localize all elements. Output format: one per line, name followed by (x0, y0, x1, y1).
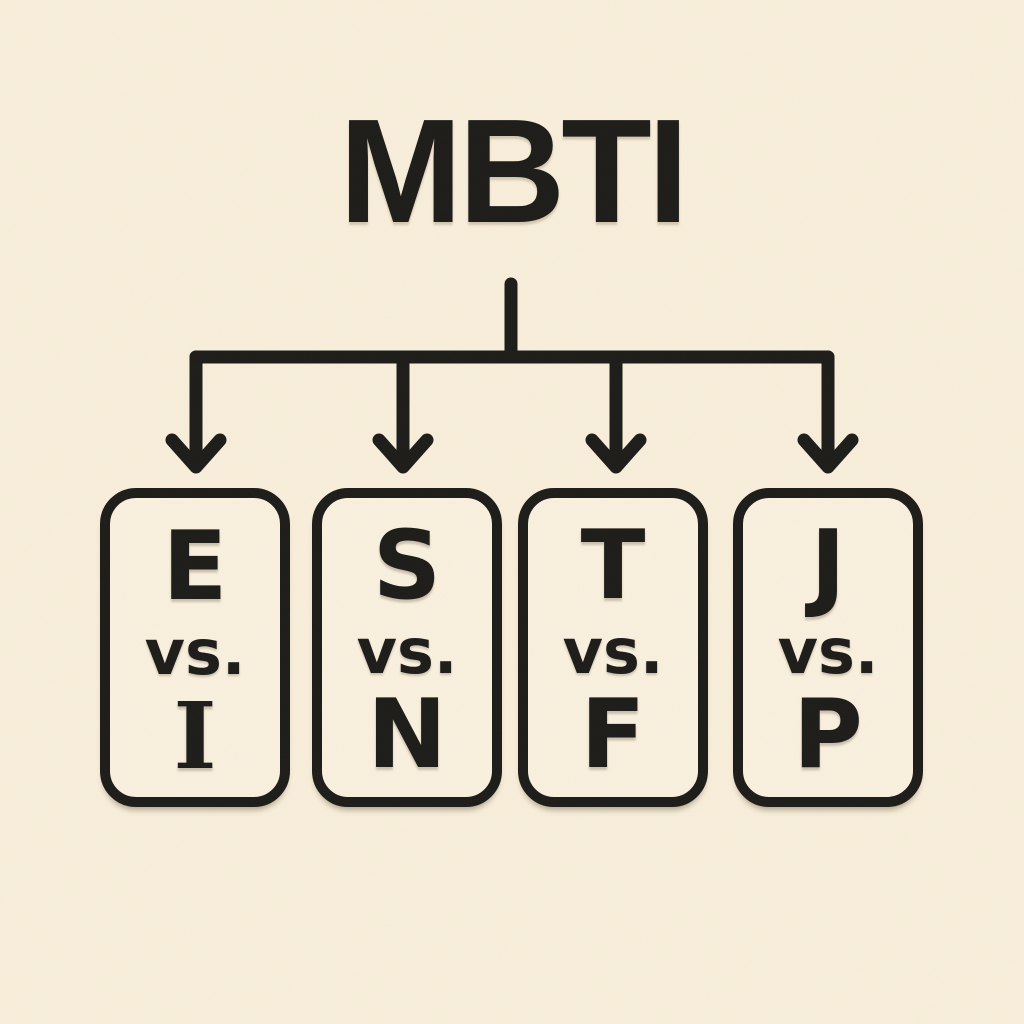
versus-label: vs. (562, 614, 664, 688)
dichotomy-letter-bottom: N (367, 680, 447, 791)
arrow-down-icon (372, 350, 434, 474)
dichotomy-letter-top: E (162, 512, 228, 623)
dichotomy-letter-bottom: F (580, 680, 646, 791)
dichotomy-card-t-vs-f: T vs. F (518, 488, 708, 807)
dichotomy-card-e-vs-i: E vs. I (100, 488, 290, 807)
dichotomy-card-j-vs-p: J vs. P (733, 488, 923, 807)
dichotomy-letter-top: J (810, 511, 846, 622)
dichotomy-letter-bottom: I (173, 681, 217, 790)
arrow-down-icon (165, 350, 227, 474)
arrow-down-icon (797, 350, 859, 474)
arrow-down-icon (585, 350, 647, 474)
versus-label: vs. (777, 614, 879, 688)
versus-label: vs. (356, 614, 458, 688)
versus-label: vs. (144, 615, 246, 689)
dichotomy-letter-top: T (580, 511, 646, 622)
dichotomy-card-s-vs-n: S vs. N (312, 488, 502, 807)
dichotomy-letter-top: S (372, 511, 442, 622)
dichotomy-letter-bottom: P (793, 680, 863, 791)
